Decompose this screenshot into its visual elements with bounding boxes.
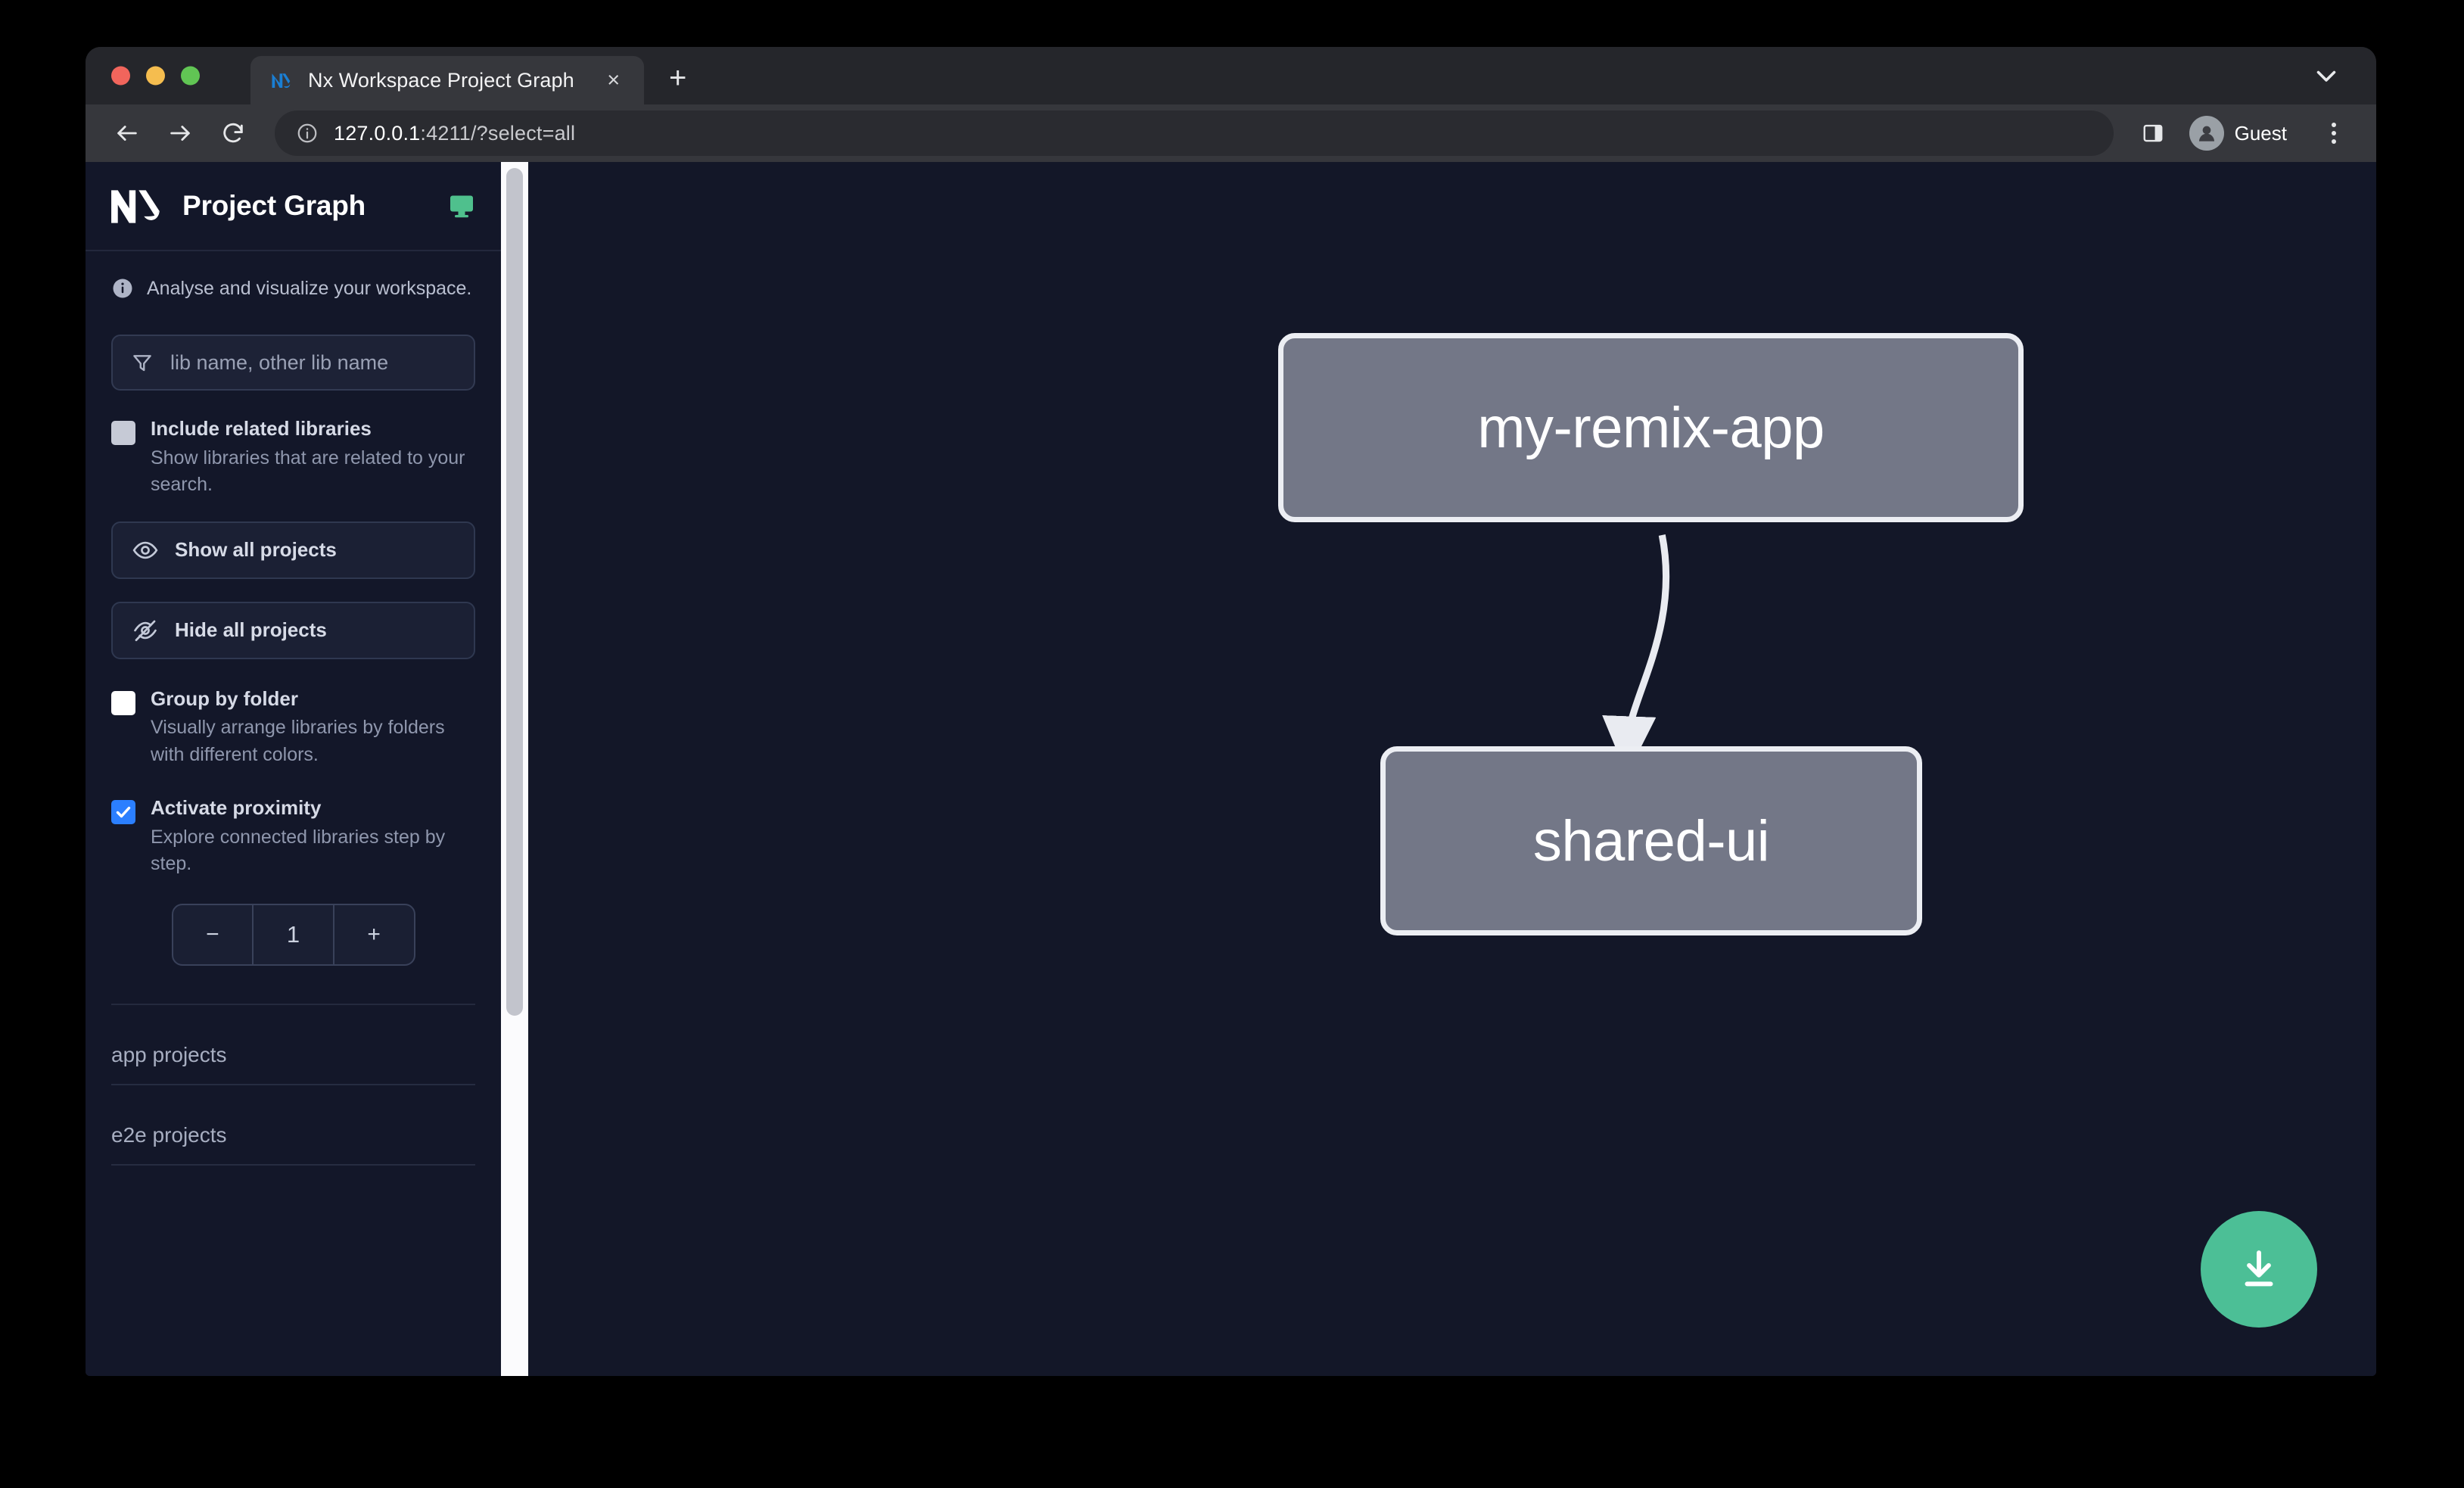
new-tab-button[interactable]: + xyxy=(669,61,687,95)
checkbox-include-related-libraries[interactable]: Include related libraries Show libraries… xyxy=(111,416,475,499)
graph-node-label: my-remix-app xyxy=(1477,395,1825,460)
nx-logo-icon xyxy=(110,186,163,226)
checkbox-label: Group by folder xyxy=(151,686,298,710)
sidebar-section-app-projects[interactable]: app projects xyxy=(111,1005,475,1085)
sidebar-section-label: e2e projects xyxy=(111,1122,227,1147)
checkbox-label: Activate proximity xyxy=(151,796,322,819)
profile-button[interactable]: Guest xyxy=(2183,111,2302,155)
info-circle-icon[interactable] xyxy=(296,122,319,145)
kebab-menu-icon[interactable] xyxy=(2314,112,2354,154)
checkbox-label: Include related libraries xyxy=(151,417,372,440)
tab-title: Nx Workspace Project Graph xyxy=(308,68,574,92)
sidebar-subtitle-text: Analyse and visualize your workspace. xyxy=(147,277,472,299)
eye-icon xyxy=(132,537,158,563)
eye-slash-icon xyxy=(132,618,158,643)
page-title: Project Graph xyxy=(182,190,366,221)
address-bar[interactable]: 127.0.0.1:4211/?select=all xyxy=(275,111,2114,156)
sidebar-scrollbar-thumb[interactable] xyxy=(506,168,523,1016)
person-icon xyxy=(2189,116,2224,151)
chevron-down-icon[interactable] xyxy=(2311,61,2341,91)
project-sections: app projects e2e projects xyxy=(86,1005,501,1166)
address-bar-host: 127.0.0.1 xyxy=(334,121,421,145)
search-input[interactable]: lib name, other lib name xyxy=(111,335,475,391)
show-all-projects-label: Show all projects xyxy=(175,538,337,561)
nx-logo-icon xyxy=(270,69,293,92)
funnel-icon xyxy=(131,351,154,374)
monitor-icon[interactable] xyxy=(448,192,475,219)
checkbox-group-by-folder[interactable]: Group by folder Visually arrange librari… xyxy=(111,686,475,769)
sidebar-subtitle: Analyse and visualize your workspace. xyxy=(86,251,501,300)
sidebar-section-label: app projects xyxy=(111,1042,227,1066)
back-arrow-icon[interactable] xyxy=(104,110,151,157)
sidebar-body: lib name, other lib name Include related… xyxy=(86,300,501,1005)
checkbox-box[interactable] xyxy=(111,800,135,824)
proximity-decrement-button[interactable]: − xyxy=(206,921,219,947)
graph-edges xyxy=(1602,534,1670,775)
address-bar-url: 127.0.0.1:4211/?select=all xyxy=(334,122,575,145)
window-controls xyxy=(111,66,200,86)
search-input-placeholder: lib name, other lib name xyxy=(170,350,389,374)
proximity-increment-button[interactable]: + xyxy=(367,921,381,947)
checkbox-description: Explore connected libraries step by step… xyxy=(151,826,446,875)
forward-arrow-icon[interactable] xyxy=(157,110,204,157)
browser-window: Nx Workspace Project Graph × + xyxy=(86,47,2376,1376)
project-graph-canvas[interactable]: my-remix-app shared-ui xyxy=(501,162,2376,1376)
checkbox-box[interactable] xyxy=(111,421,135,445)
sidebar-header: Project Graph xyxy=(86,162,501,251)
download-icon xyxy=(2245,1250,2273,1287)
minimize-window-button[interactable] xyxy=(146,66,165,86)
browser-tab[interactable]: Nx Workspace Project Graph × xyxy=(250,56,644,104)
checkbox-description: Visually arrange libraries by folders wi… xyxy=(151,717,445,765)
proximity-stepper: − 1 + xyxy=(171,903,415,966)
profile-name: Guest xyxy=(2234,121,2287,145)
close-tab-button[interactable]: × xyxy=(607,67,621,92)
graph-node-label: shared-ui xyxy=(1532,808,1770,873)
browser-toolbar: 127.0.0.1:4211/?select=all Guest xyxy=(86,104,2376,162)
checkbox-description: Show libraries that are related to your … xyxy=(151,447,465,496)
sidebar-divider xyxy=(111,1003,475,1005)
checkbox-box[interactable] xyxy=(111,690,135,715)
maximize-window-button[interactable] xyxy=(181,66,200,86)
graph-node-shared-ui[interactable]: shared-ui xyxy=(1380,746,1922,935)
hide-all-projects-button[interactable]: Hide all projects xyxy=(111,601,475,659)
proximity-value: 1 xyxy=(252,904,334,964)
close-window-button[interactable] xyxy=(111,66,130,86)
page-viewport: Project Graph Analy xyxy=(86,162,2376,1376)
sidebar-scrollbar[interactable] xyxy=(501,162,528,1376)
sidebar-section-e2e-projects[interactable]: e2e projects xyxy=(111,1085,475,1166)
checkbox-activate-proximity[interactable]: Activate proximity Explore connected lib… xyxy=(111,795,475,878)
download-image-button[interactable] xyxy=(2201,1211,2317,1328)
tab-strip: Nx Workspace Project Graph × + xyxy=(86,47,2376,104)
hide-all-projects-label: Hide all projects xyxy=(175,618,327,641)
sidebar: Project Graph Analy xyxy=(86,162,501,1376)
graph-node-my-remix-app[interactable]: my-remix-app xyxy=(1278,333,2024,522)
side-panel-icon[interactable] xyxy=(2132,112,2174,154)
reload-icon[interactable] xyxy=(210,110,257,157)
address-bar-path: :4211/?select=all xyxy=(420,121,576,145)
edge-my-remix-app-to-shared-ui xyxy=(1602,534,1670,775)
info-icon xyxy=(111,277,134,300)
show-all-projects-button[interactable]: Show all projects xyxy=(111,521,475,579)
